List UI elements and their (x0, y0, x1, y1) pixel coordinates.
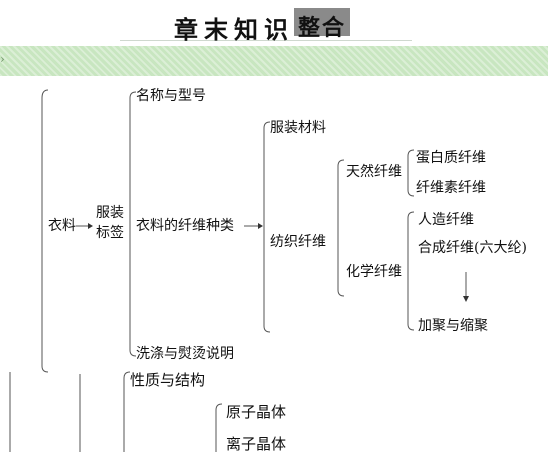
brace-root (41, 89, 49, 373)
arrowhead-root (88, 223, 93, 229)
brace-textile (337, 159, 345, 297)
title-badge-text: 整合 (298, 16, 347, 41)
brace-chemical (407, 211, 415, 331)
node-protein-fiber: 蛋白质纤维 (416, 150, 486, 166)
arrowhead-fiber (258, 223, 263, 229)
node-natural-fiber: 天然纤维 (346, 164, 402, 180)
arrowhead-down (463, 296, 469, 302)
brace-second (123, 371, 131, 452)
node-garment-label: 服装 标签 (96, 205, 124, 241)
node-garment-material: 服装材料 (270, 120, 326, 136)
page-title: 章末知识 整合 (120, 6, 412, 44)
node-properties-structure: 性质与结构 (130, 371, 206, 389)
node-synthetic-fiber: 合成纤维(六大纶) (418, 240, 527, 256)
node-root-clothing: 衣料 (48, 218, 76, 234)
brace-fiber (263, 121, 271, 333)
title-text: 章末知识 (174, 16, 294, 44)
decorative-band: › (0, 46, 548, 76)
node-ionic-crystal: 离子晶体 (226, 435, 287, 453)
brace-natural (407, 149, 415, 197)
brace-crystal (215, 403, 223, 452)
node-fiber-types: 衣料的纤维种类 (136, 218, 234, 234)
node-textile-fiber: 纺织纤维 (270, 234, 326, 250)
title-badge: 整合 (294, 8, 350, 41)
node-washing: 洗涤与熨烫说明 (136, 346, 234, 362)
node-atomic-crystal: 原子晶体 (226, 403, 287, 421)
node-cellulose-fiber: 纤维素纤维 (416, 180, 486, 196)
chevron-right-icon: › (0, 52, 5, 66)
node-artificial-fiber: 人造纤维 (418, 212, 474, 228)
brace-label (129, 91, 137, 357)
node-polymerization: 加聚与缩聚 (418, 318, 488, 334)
node-chemical-fiber: 化学纤维 (346, 264, 402, 280)
header: 章末知识 整合 (0, 0, 548, 46)
node-name-model: 名称与型号 (136, 88, 206, 104)
